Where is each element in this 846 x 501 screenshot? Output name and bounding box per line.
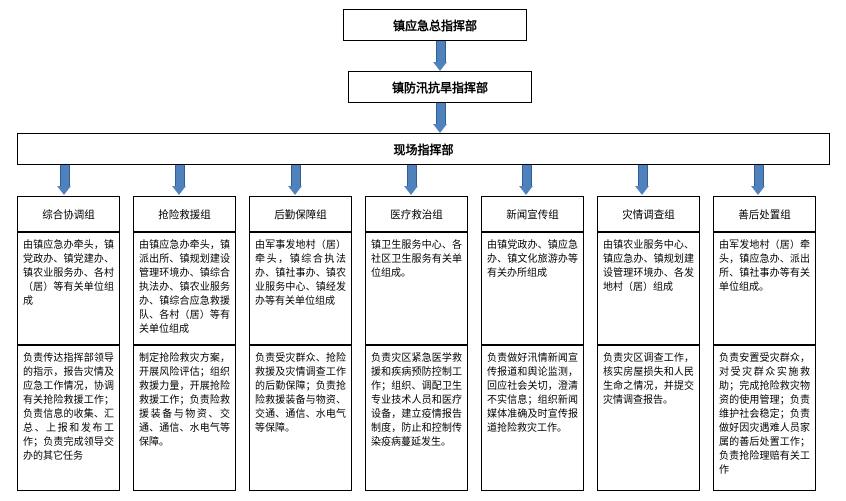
group-header-aftermath: 善后处置组 xyxy=(713,196,816,232)
group-members-text: 由军发地村（居）牵头，镇应急办、派出所、镇社事办等有关单位组成。 xyxy=(719,240,810,293)
group-header-comprehensive-coordination: 综合协调组 xyxy=(17,196,120,232)
group-header-news-publicity: 新闻宣传组 xyxy=(481,196,584,232)
group-members-text: 由镇党政办、镇应急办、镇文化旅游办等有关办所组成 xyxy=(487,240,578,279)
group-members-disaster-investigation: 由镇农业服务中心、镇应急办、镇规划建设管理环境办、各发地村（居）组成 xyxy=(597,232,700,345)
group-header-rescue: 抢险救援组 xyxy=(133,196,236,232)
group-duties-text: 负责灾区调查工作，核实房屋损失和人民生命之情况，并提交灾情调查报告。 xyxy=(603,353,694,406)
group-duties-comprehensive-coordination: 负责传达指挥部领导的指示，报告灾情及应急工作情况，协调有关抢险救援工作；负责信息… xyxy=(17,345,120,491)
node-label: 镇防汛抗旱指挥部 xyxy=(391,80,488,95)
group-members-aftermath: 由军发地村（居）牵头，镇应急办、派出所、镇社事办等有关单位组成。 xyxy=(713,232,816,345)
group-header-label: 综合协调组 xyxy=(42,208,95,221)
arrow-site-to-group-7 xyxy=(751,165,765,195)
group-header-label: 灾情调查组 xyxy=(622,208,675,221)
group-members-text: 由镇农业服务中心、镇应急办、镇规划建设管理环境办、各发地村（居）组成 xyxy=(603,240,694,293)
group-members-text: 镇卫生服务中心、各社区卫生服务有关单位组成。 xyxy=(371,240,462,279)
arrow-top-to-flood xyxy=(433,41,447,71)
group-header-label: 医疗救治组 xyxy=(390,208,443,221)
arrow-site-to-group-6 xyxy=(635,165,649,195)
group-header-label: 后勤保障组 xyxy=(274,208,327,221)
group-duties-text: 负责安置受灾群众，对受灾群众实施救助；完成抢险救灾物资的使用管理；负责维护社会稳… xyxy=(719,353,810,476)
node-flood-drought-headquarters: 镇防汛抗旱指挥部 xyxy=(348,71,532,103)
group-duties-text: 制定抢险救灾方案，开展风险评估；组织救援力量，开展抢险救援工作；负责险救援装备与… xyxy=(139,353,230,448)
group-duties-text: 负责受灾群众、抢险救援及灾情调查工作的后勤保障；负责抢险救援装备与物资、交通、通… xyxy=(255,353,346,434)
node-label: 现场指挥部 xyxy=(393,142,454,157)
group-members-logistics: 由军事发地村（居）牵头，镇综合执法办、镇社事办、镇农业服务中心、镇经发办等有关单… xyxy=(249,232,352,345)
arrow-flood-to-site xyxy=(433,103,447,133)
group-members-news-publicity: 由镇党政办、镇应急办、镇文化旅游办等有关办所组成 xyxy=(481,232,584,345)
arrow-site-to-group-1 xyxy=(57,165,71,195)
group-members-text: 由镇应急办牵头，镇党政办、镇党建办、镇农业服务办、各村（居）等有关单位组成 xyxy=(23,240,114,307)
group-members-medical: 镇卫生服务中心、各社区卫生服务有关单位组成。 xyxy=(365,232,468,345)
group-duties-text: 负责灾区紧急医学救援和疾病预防控制工作；组织、调配卫生专业技术人员和医疗设备，建… xyxy=(371,353,462,448)
group-header-label: 善后处置组 xyxy=(738,208,791,221)
node-site-command: 现场指挥部 xyxy=(17,133,830,165)
group-header-label: 抢险救援组 xyxy=(158,208,211,221)
arrow-site-to-group-3 xyxy=(288,165,302,195)
arrow-site-to-group-5 xyxy=(519,165,533,195)
group-header-disaster-investigation: 灾情调查组 xyxy=(597,196,700,232)
group-header-label: 新闻宣传组 xyxy=(506,208,559,221)
group-duties-logistics: 负责受灾群众、抢险救援及灾情调查工作的后勤保障；负责抢险救援装备与物资、交通、通… xyxy=(249,345,352,491)
group-header-medical: 医疗救治组 xyxy=(365,196,468,232)
group-members-text: 由军事发地村（居）牵头，镇综合执法办、镇社事办、镇农业服务中心、镇经发办等有关单… xyxy=(255,240,346,307)
group-header-logistics: 后勤保障组 xyxy=(249,196,352,232)
group-duties-news-publicity: 负责做好汛情新闻宣传报道和舆论监测，回应社会关切，澄清不实信息；组织新闻媒体准确… xyxy=(481,345,584,491)
node-town-emergency-headquarters: 镇应急总指挥部 xyxy=(343,9,527,41)
group-members-rescue: 由镇应急办牵头，镇派出所、镇规划建设管理环境办、镇综合执法办、镇农业服务办、镇综… xyxy=(133,232,236,345)
group-duties-medical: 负责灾区紧急医学救援和疾病预防控制工作；组织、调配卫生专业技术人员和医疗设备，建… xyxy=(365,345,468,491)
group-members-text: 由镇应急办牵头，镇派出所、镇规划建设管理环境办、镇综合执法办、镇农业服务办、镇综… xyxy=(139,240,230,335)
group-members-comprehensive-coordination: 由镇应急办牵头，镇党政办、镇党建办、镇农业服务办、各村（居）等有关单位组成 xyxy=(17,232,120,345)
group-duties-text: 负责做好汛情新闻宣传报道和舆论监测，回应社会关切，澄清不实信息；组织新闻媒体准确… xyxy=(487,353,578,434)
group-duties-aftermath: 负责安置受灾群众，对受灾群众实施救助；完成抢险救灾物资的使用管理；负责维护社会稳… xyxy=(713,345,816,491)
group-duties-text: 负责传达指挥部领导的指示，报告灾情及应急工作情况，协调有关抢险救援工作；负责信息… xyxy=(23,353,114,462)
node-label: 镇应急总指挥部 xyxy=(392,18,477,33)
group-duties-disaster-investigation: 负责灾区调查工作，核实房屋损失和人民生命之情况，并提交灾情调查报告。 xyxy=(597,345,700,491)
group-duties-rescue: 制定抢险救灾方案，开展风险评估；组织救援力量，开展抢险救援工作；负责险救援装备与… xyxy=(133,345,236,491)
arrow-site-to-group-2 xyxy=(172,165,186,195)
arrow-site-to-group-4 xyxy=(404,165,418,195)
